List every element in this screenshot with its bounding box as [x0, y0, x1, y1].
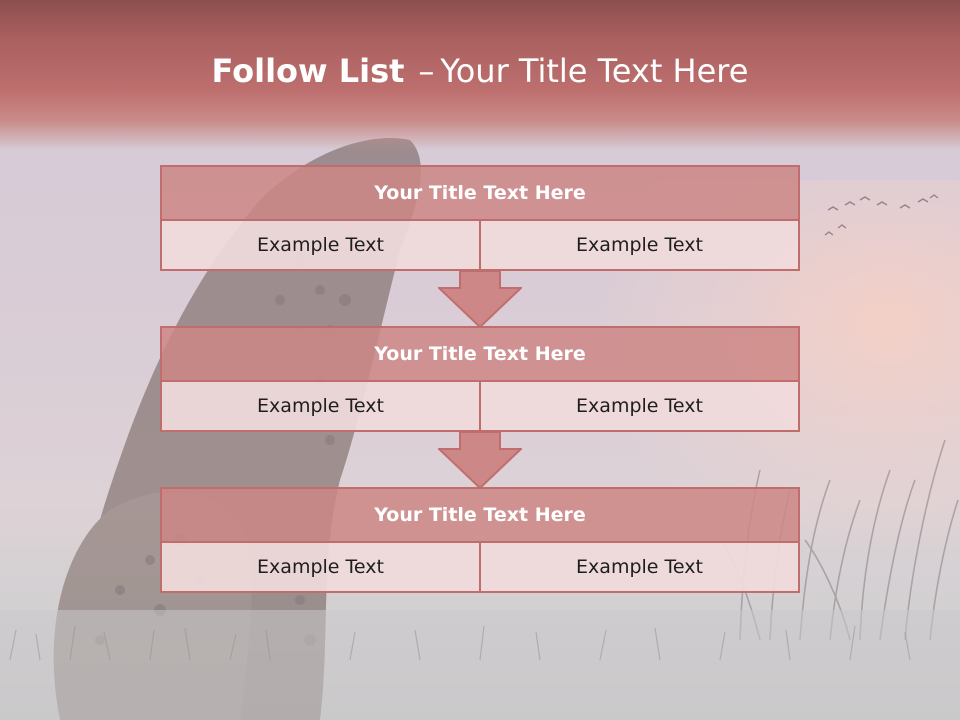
down-arrow-icon [438, 270, 522, 328]
block-row: Example Text Example Text [160, 543, 800, 593]
foreground-grass [9, 625, 911, 661]
block-cell-left: Example Text [160, 543, 481, 593]
down-arrow-icon [438, 431, 522, 489]
flying-birds [824, 194, 939, 236]
block-title: Your Title Text Here [160, 487, 800, 543]
slide-title: Follow List–Your Title Text Here [0, 52, 960, 90]
block-title: Your Title Text Here [160, 326, 800, 382]
block-cell-right: Example Text [481, 543, 800, 593]
block-title: Your Title Text Here [160, 165, 800, 221]
list-block-3: Your Title Text Here Example Text Exampl… [160, 487, 800, 593]
block-row: Example Text Example Text [160, 382, 800, 432]
list-block-1: Your Title Text Here Example Text Exampl… [160, 165, 800, 271]
block-cell-left: Example Text [160, 221, 481, 271]
slide-title-separator: – [418, 52, 435, 90]
block-cell-right: Example Text [481, 382, 800, 432]
title-bar [0, 0, 960, 150]
block-cell-right: Example Text [481, 221, 800, 271]
block-cell-left: Example Text [160, 382, 481, 432]
block-row: Example Text Example Text [160, 221, 800, 271]
list-block-2: Your Title Text Here Example Text Exampl… [160, 326, 800, 432]
slide-title-rest: Your Title Text Here [440, 52, 749, 90]
slide-title-bold: Follow List [211, 52, 405, 90]
